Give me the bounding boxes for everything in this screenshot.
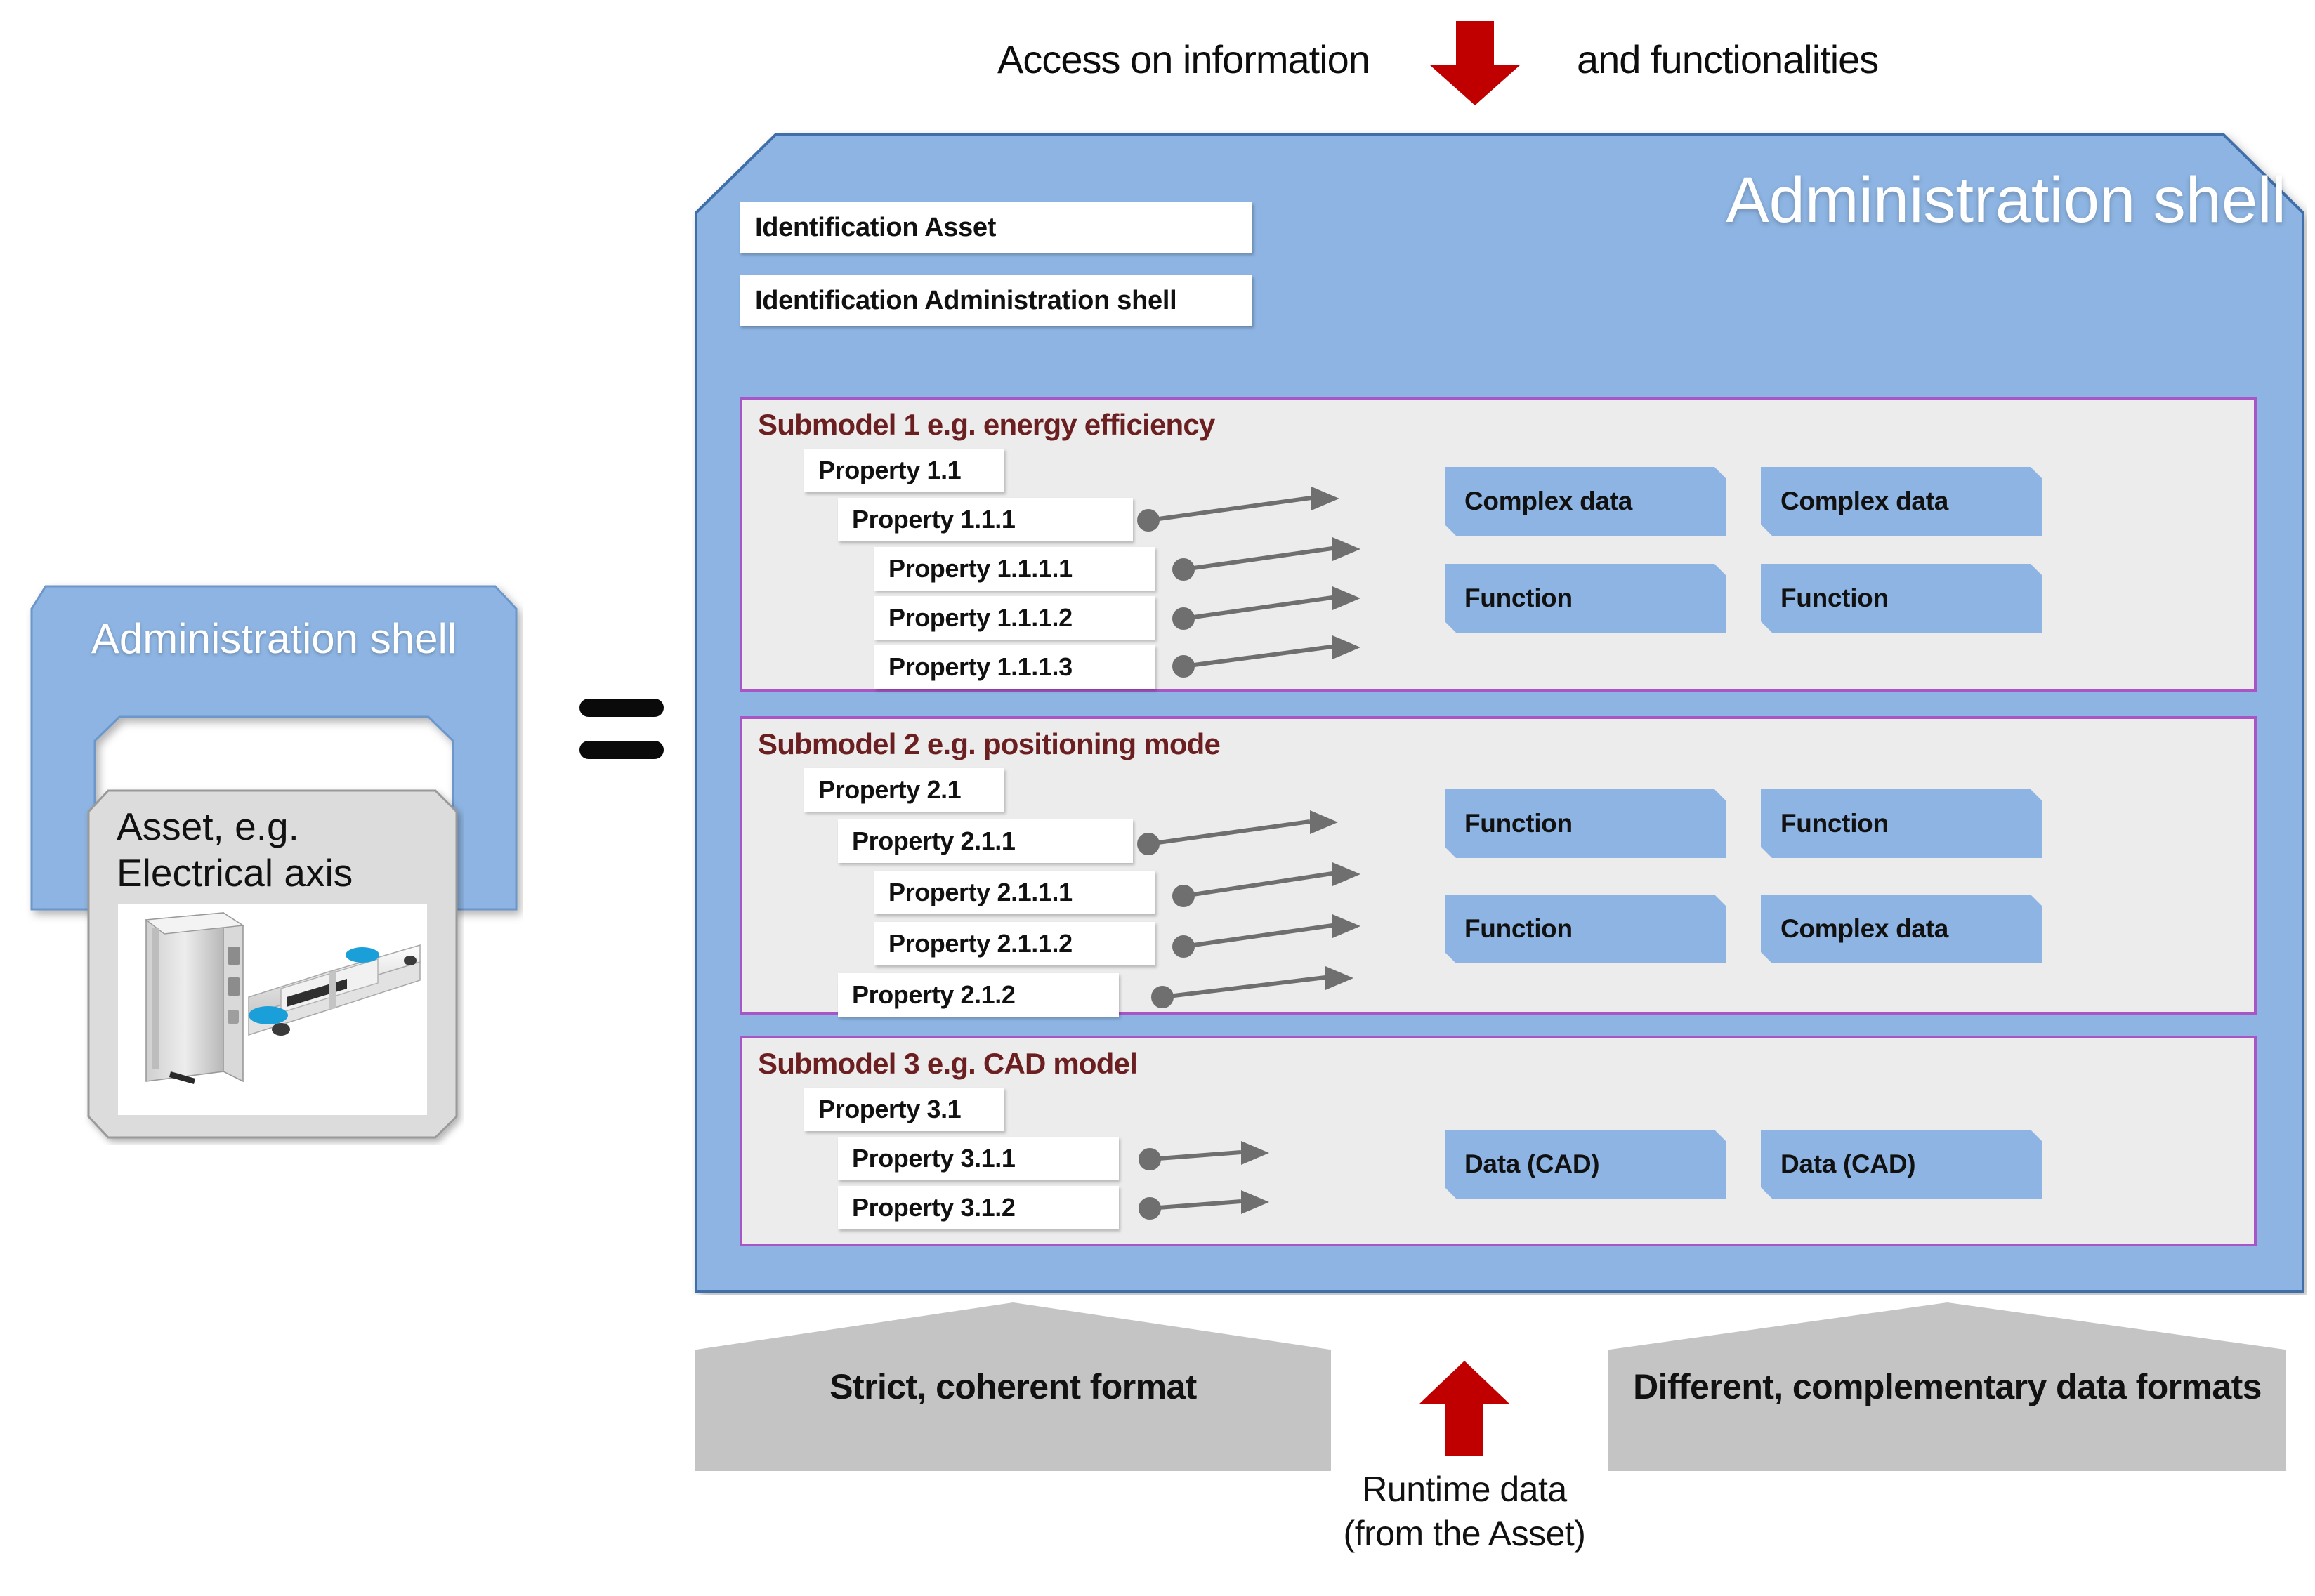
property-box[interactable]: Property 1.1 bbox=[804, 449, 1004, 492]
data-box[interactable]: Complex data bbox=[1445, 467, 1726, 536]
electrical-axis-product-photo bbox=[118, 904, 427, 1115]
property-box[interactable]: Property 2.1.1.2 bbox=[874, 922, 1155, 965]
data-box[interactable]: Data (CAD) bbox=[1445, 1130, 1726, 1199]
top-caption: Access on information and functionalitie… bbox=[997, 21, 1924, 105]
property-box[interactable]: Property 1.1.1 bbox=[838, 498, 1133, 541]
left-shell-title: Administration shell bbox=[91, 615, 457, 662]
property-box[interactable]: Property 2.1 bbox=[804, 768, 1004, 812]
property-box[interactable]: Property 1.1.1.1 bbox=[874, 547, 1155, 591]
left-shell-bracket-shape bbox=[30, 585, 518, 911]
left-administration-shell: Administration shell bbox=[25, 579, 523, 930]
property-box[interactable]: Property 1.1.1.3 bbox=[874, 645, 1155, 689]
property-box[interactable]: Property 3.1.1 bbox=[838, 1137, 1119, 1180]
identification-administration-shell-box: Identification Administration shell bbox=[740, 275, 1252, 326]
property-box[interactable]: Property 2.1.2 bbox=[838, 973, 1119, 1017]
banner-label: Different, complementary data formats bbox=[1633, 1366, 2262, 1406]
property-box[interactable]: Property 1.1.1.2 bbox=[874, 596, 1155, 640]
data-box[interactable]: Function bbox=[1761, 789, 2042, 858]
property-box[interactable]: Property 3.1 bbox=[804, 1088, 1004, 1131]
submodel-1: Submodel 1 e.g. energy efficiency Proper… bbox=[740, 397, 2257, 692]
main-administration-shell: Administration shell Identification Asse… bbox=[692, 130, 2307, 1295]
strict-coherent-format-banner: Strict, coherent format bbox=[695, 1302, 1331, 1471]
submodel-3-title: Submodel 3 e.g. CAD model bbox=[758, 1047, 1138, 1080]
submodel-2: Submodel 2 e.g. positioning mode Propert… bbox=[740, 716, 2257, 1017]
equals-sign bbox=[579, 692, 664, 783]
submodel-1-title: Submodel 1 e.g. energy efficiency bbox=[758, 408, 1215, 441]
submodel-2-title: Submodel 2 e.g. positioning mode bbox=[758, 727, 1221, 760]
connector-arrows bbox=[1139, 1141, 1269, 1220]
asset-label: Asset, e.g. Electrical axis bbox=[117, 805, 353, 895]
data-box[interactable]: Function bbox=[1761, 564, 2042, 633]
data-box[interactable]: Function bbox=[1445, 789, 1726, 858]
identification-asset-box: Identification Asset bbox=[740, 202, 1252, 253]
property-box[interactable]: Property 3.1.2 bbox=[838, 1186, 1119, 1229]
equals-bar-bottom bbox=[579, 741, 664, 759]
data-box[interactable]: Function bbox=[1445, 564, 1726, 633]
access-on-information-label: Access on information bbox=[997, 37, 1370, 81]
connector-arrows bbox=[1137, 810, 1360, 1008]
banner-label: Strict, coherent format bbox=[829, 1366, 1197, 1406]
asset-box: Asset, e.g. Electrical axis bbox=[84, 786, 464, 1145]
data-box[interactable]: Complex data bbox=[1761, 895, 2042, 963]
red-arrow-up-icon bbox=[1419, 1361, 1510, 1456]
data-box[interactable]: Data (CAD) bbox=[1761, 1130, 2042, 1199]
different-complementary-data-formats-banner: Different, complementary data formats bbox=[1608, 1302, 2286, 1471]
data-box[interactable]: Complex data bbox=[1761, 467, 2042, 536]
and-functionalities-label: and functionalities bbox=[1577, 37, 1879, 81]
property-box[interactable]: Property 2.1.1.1 bbox=[874, 871, 1155, 914]
data-box[interactable]: Function bbox=[1445, 895, 1726, 963]
main-shell-title: Administration shell bbox=[1726, 164, 2286, 236]
runtime-data-caption: Runtime data (from the Asset) bbox=[1343, 1470, 1586, 1553]
equals-bar-top bbox=[579, 699, 664, 717]
property-box[interactable]: Property 2.1.1 bbox=[838, 819, 1133, 863]
submodel-3: Submodel 3 e.g. CAD model Property 3.1 P… bbox=[740, 1036, 2257, 1246]
connector-arrows bbox=[1137, 487, 1360, 678]
red-arrow-down-icon bbox=[1429, 21, 1521, 105]
